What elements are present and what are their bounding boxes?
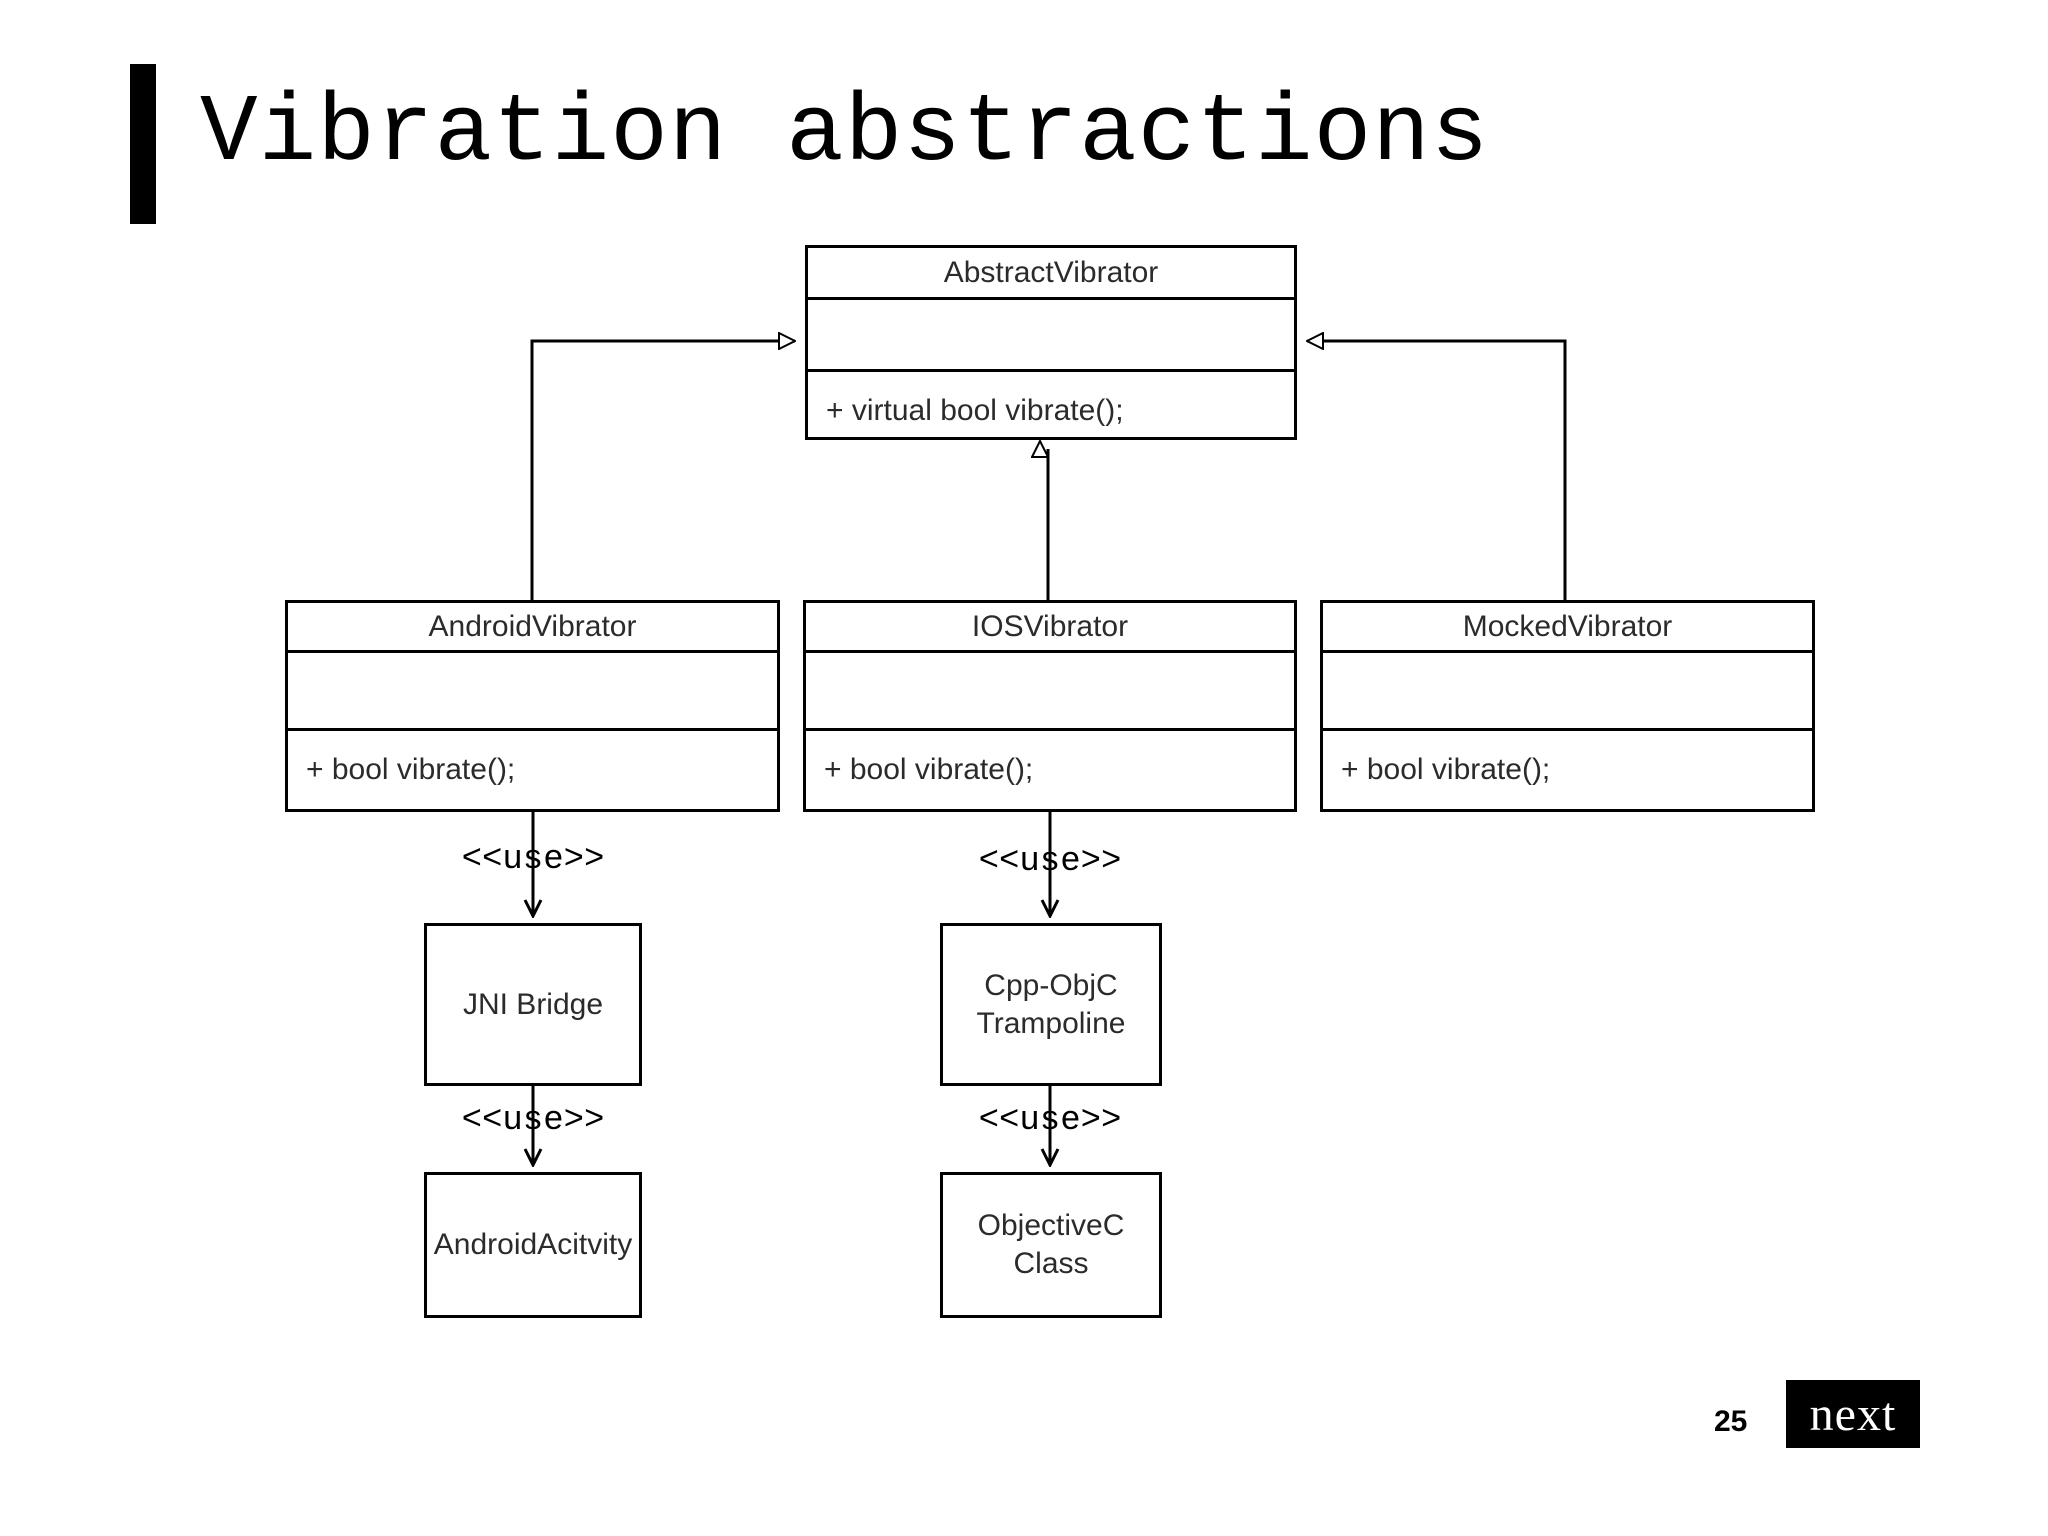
brand-logo-next: next xyxy=(1786,1380,1920,1448)
uml-class-name-mocked-vibrator: MockedVibrator xyxy=(1323,603,1812,653)
stereotype-label-android-to-jni: <<use>> xyxy=(461,841,605,879)
uml-class-name-android-vibrator: AndroidVibrator xyxy=(288,603,777,653)
node-jni-bridge[interactable]: JNI Bridge xyxy=(424,923,642,1086)
uml-attributes-ios-vibrator xyxy=(806,653,1294,731)
generalization-android-to-abstract xyxy=(530,341,795,600)
stereotype-label-trampoline-to-objc: <<use>> xyxy=(978,1102,1122,1140)
node-android-activity[interactable]: AndroidAcitvity xyxy=(424,1172,642,1318)
stereotype-label-jni-to-activity: <<use>> xyxy=(461,1102,605,1140)
uml-class-abstract-vibrator[interactable]: AbstractVibrator + virtual bool vibrate(… xyxy=(805,245,1297,440)
uml-operation-abstract-vibrator: + virtual bool vibrate(); xyxy=(826,394,1124,427)
title-accent-bar xyxy=(130,64,156,224)
uml-class-name-abstract-vibrator: AbstractVibrator xyxy=(808,248,1294,300)
uml-attributes-abstract-vibrator xyxy=(808,300,1294,372)
uml-class-ios-vibrator[interactable]: IOSVibrator + bool vibrate(); xyxy=(803,600,1297,812)
uml-operation-android-vibrator: + bool vibrate(); xyxy=(306,753,516,786)
generalization-mocked-to-abstract xyxy=(1307,341,1567,600)
uml-class-mocked-vibrator[interactable]: MockedVibrator + bool vibrate(); xyxy=(1320,600,1815,812)
uml-class-android-vibrator[interactable]: AndroidVibrator + bool vibrate(); xyxy=(285,600,780,812)
uml-operation-ios-vibrator: + bool vibrate(); xyxy=(824,753,1034,786)
page-title: Vibration abstractions xyxy=(200,79,1490,188)
uml-attributes-mocked-vibrator xyxy=(1323,653,1812,731)
uml-operation-mocked-vibrator: + bool vibrate(); xyxy=(1341,753,1551,786)
node-cpp-objc-trampoline[interactable]: Cpp-ObjC Trampoline xyxy=(940,923,1162,1086)
stereotype-label-ios-to-trampoline: <<use>> xyxy=(978,843,1122,881)
uml-attributes-android-vibrator xyxy=(288,653,777,731)
node-objectivec-class[interactable]: ObjectiveC Class xyxy=(940,1172,1162,1318)
uml-class-name-ios-vibrator: IOSVibrator xyxy=(806,603,1294,653)
